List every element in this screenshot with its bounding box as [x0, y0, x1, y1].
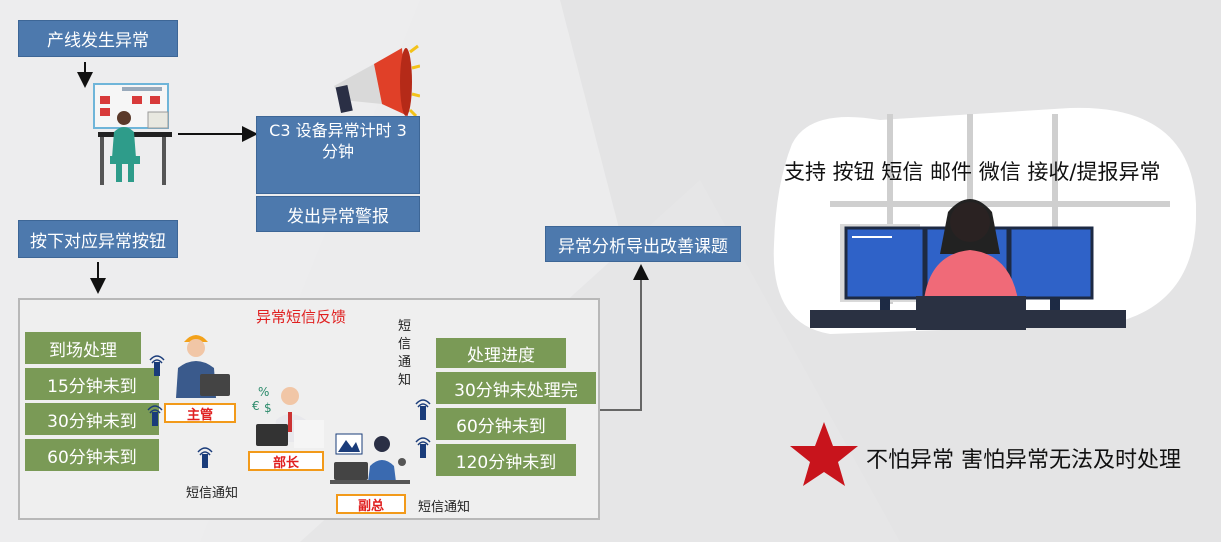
supervisor-worker-illustration	[176, 335, 230, 398]
signal-icon	[149, 355, 165, 376]
signal-icon	[415, 399, 431, 420]
panel-title: 异常短信反馈	[256, 308, 347, 326]
step-analysis: 异常分析导出改善课题	[545, 226, 741, 262]
minister-illustration: % $ €	[252, 385, 324, 448]
left-item-15min: 15分钟未到	[25, 368, 159, 400]
right-item-60min: 60分钟未到	[436, 408, 566, 440]
left-item-60min: 60分钟未到	[25, 439, 159, 471]
signal-icon	[415, 437, 431, 458]
left-item-30min: 30分钟未到	[25, 403, 159, 435]
sms-vertical-label: 短信通知	[398, 319, 412, 388]
support-text: 支持 按钮 短信 邮件 微信 接收/提报异常	[784, 160, 1161, 184]
step-alarm: 发出异常警报	[256, 196, 420, 232]
sms-label-bottom-left: 短信通知	[186, 486, 239, 501]
sms-label-bottom-right: 短信通知	[418, 500, 471, 515]
step-line-abnormal: 产线发生异常	[18, 20, 178, 57]
star-icon	[790, 422, 858, 486]
role-deputy: 副总	[336, 494, 406, 514]
deputy-illustration	[330, 433, 410, 484]
svg-text:%: %	[258, 385, 269, 399]
monitoring-room-illustration	[773, 107, 1196, 334]
role-supervisor: 主管	[164, 403, 236, 423]
svg-text:€: €	[252, 399, 260, 413]
signal-icon	[197, 447, 213, 468]
left-item-arrive: 到场处理	[25, 332, 141, 364]
right-item-30min: 30分钟未处理完	[436, 372, 596, 404]
operator-kiosk-illustration	[93, 83, 172, 185]
megaphone-icon	[334, 44, 420, 118]
role-minister: 部长	[248, 451, 324, 471]
signal-icon	[147, 405, 163, 426]
slogan-text: 不怕异常 害怕异常无法及时处理	[866, 448, 1181, 473]
right-item-progress: 处理进度	[436, 338, 566, 368]
svg-text:$: $	[264, 401, 272, 415]
step-press-button: 按下对应异常按钮	[18, 220, 178, 258]
step-c3-timer: C3 设备异常计时 3分钟	[256, 116, 420, 194]
right-item-120min: 120分钟未到	[436, 444, 576, 476]
